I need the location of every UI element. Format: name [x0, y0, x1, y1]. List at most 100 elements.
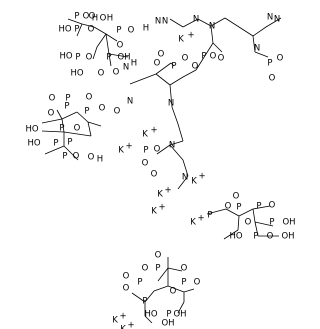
atom-label: P — [236, 203, 241, 213]
atom-label: O — [48, 109, 55, 119]
atom-label: K — [157, 190, 163, 200]
atom-label: O — [88, 25, 95, 35]
atom-label: OH — [117, 53, 130, 63]
atom-label sup: + — [127, 321, 134, 329]
atom-label: P — [74, 25, 79, 35]
atom-label: N — [193, 15, 199, 25]
atom-label: O — [181, 264, 188, 274]
atom-label: O — [74, 124, 81, 134]
atom-label: P — [106, 53, 111, 63]
atom-label: O — [210, 52, 217, 62]
atom-label sup: + — [150, 126, 157, 136]
bond-lines — [41, 17, 282, 324]
atom-label: HO — [229, 232, 242, 242]
atom-label sup: + — [187, 31, 194, 41]
atom-label: O — [182, 54, 189, 64]
atom-label sup: + — [164, 186, 171, 196]
atom-label: N — [169, 141, 175, 151]
atom-label: P — [67, 138, 72, 148]
atom-label sup: + — [158, 203, 165, 213]
atom-label: N — [209, 22, 215, 32]
atom-label: O — [218, 54, 225, 64]
atom-label: K — [191, 177, 197, 187]
atom-label sup: + — [119, 312, 126, 322]
atom-label: HO — [27, 139, 40, 149]
atom-label: P — [137, 278, 142, 288]
atom-label: OH — [282, 218, 295, 228]
atom-label: P — [142, 297, 147, 307]
atom-label: P — [171, 62, 176, 72]
atom-label: K — [190, 218, 196, 228]
atom-label: HO — [70, 69, 83, 79]
atom-label sup: + — [198, 172, 205, 182]
atom-label: H — [97, 155, 103, 165]
atom-label: O — [113, 68, 120, 78]
atom-label: O — [123, 272, 130, 282]
atom-label: P — [143, 146, 148, 156]
atom-label: K — [142, 130, 148, 140]
atom-label: K — [151, 207, 157, 217]
atom-label: O — [158, 50, 165, 60]
atom-label: P — [116, 26, 121, 36]
atom-label: N — [155, 17, 161, 27]
atom-label: OH — [281, 232, 294, 242]
atom-label: O — [155, 251, 162, 261]
atom-label: O — [269, 74, 276, 84]
atom-label: P — [267, 59, 272, 69]
atom-label: N — [254, 44, 260, 54]
atom-label: P — [65, 94, 70, 104]
atom-label: HO — [59, 52, 72, 62]
atom-label: P — [64, 102, 69, 112]
atom-label: P — [84, 107, 89, 117]
atom-label: O — [277, 54, 284, 64]
atom-label: P — [253, 232, 258, 242]
atom-label: HO — [144, 310, 157, 320]
atom-label: O — [123, 284, 130, 294]
atom-label: P — [155, 264, 160, 274]
atom-label: N — [267, 13, 273, 23]
atom-label: H — [143, 24, 149, 34]
atom-label: P — [256, 202, 261, 212]
atom-label: O — [269, 201, 276, 211]
atom-label: OH — [173, 310, 186, 320]
atom-label: O — [225, 202, 232, 212]
atom-label: HO — [58, 25, 71, 35]
atom-label: O — [73, 152, 80, 162]
atom-label: OH — [161, 319, 174, 329]
atom-label: O — [99, 104, 106, 114]
atom-label: O — [267, 232, 274, 242]
atom-label: O — [83, 12, 90, 22]
atom-label sup: + — [197, 214, 204, 224]
atom-label: O — [98, 69, 105, 79]
atom-label: H — [131, 59, 137, 69]
atom-label: P — [207, 211, 212, 221]
atom-label: O — [114, 107, 121, 117]
atom-label: O — [233, 192, 240, 202]
atom-label: P — [75, 53, 80, 63]
atom-label: P — [269, 218, 274, 228]
atom-label: N — [162, 17, 168, 27]
atom-label: O — [170, 287, 177, 297]
atom-label: O — [117, 41, 124, 51]
atom-label: H — [107, 14, 113, 24]
atom-label: O — [49, 94, 56, 104]
atom-label: N — [123, 63, 129, 73]
atom-label: O — [86, 53, 93, 63]
atom-label: O — [89, 12, 96, 22]
atom-label: K — [112, 316, 118, 326]
atom-label sup: + — [125, 142, 132, 152]
atom-label: O — [142, 159, 149, 169]
atom-label: O — [245, 218, 252, 228]
atom-label: O — [192, 62, 199, 72]
atom-label: HO — [25, 125, 38, 135]
atom-label: O — [88, 153, 95, 163]
atom-label: K — [178, 35, 184, 45]
atom-label: H — [92, 14, 98, 24]
atom-label: O — [154, 59, 161, 69]
atom-label: O — [142, 264, 149, 274]
atom-label: P — [201, 52, 206, 62]
atom-label: O — [151, 170, 158, 180]
atom-label: N — [182, 173, 188, 183]
atom-label: O — [100, 14, 107, 24]
